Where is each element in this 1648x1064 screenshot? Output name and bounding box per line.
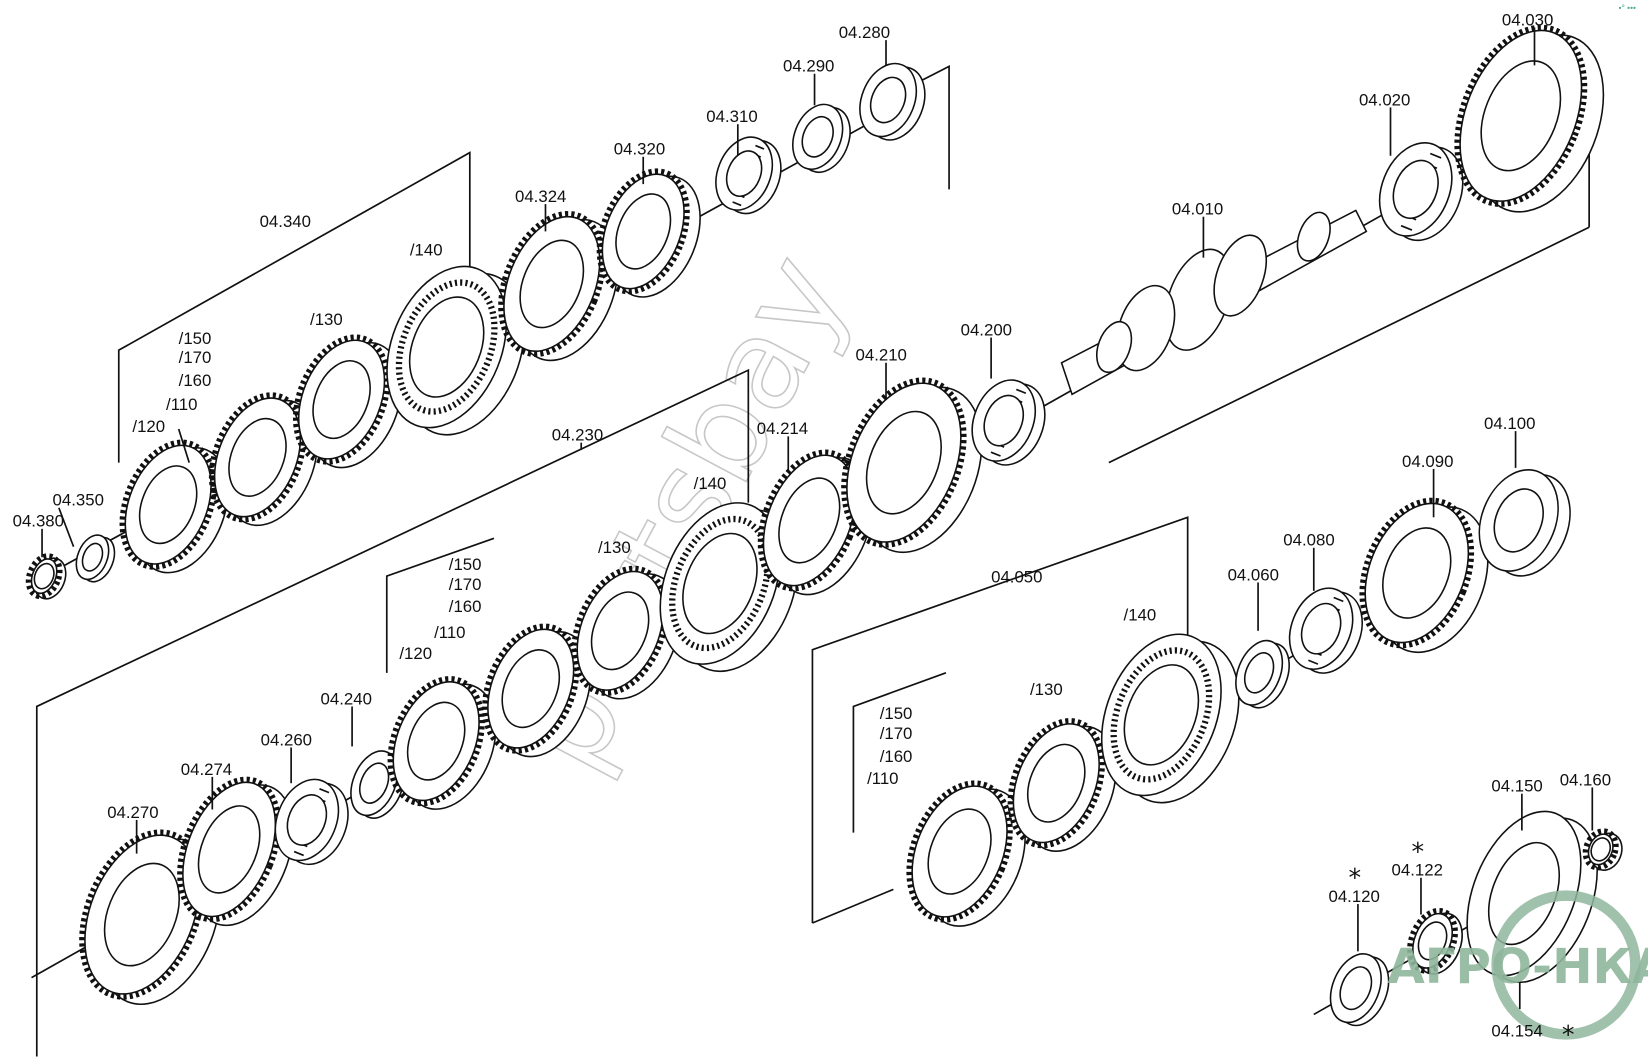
ring-g1-120 (119, 439, 229, 574)
label-g2-130: /130 (598, 538, 631, 557)
label-04-100: 04.100 (1484, 414, 1535, 433)
circlip-04-060 (1235, 639, 1290, 709)
label-04-214: 04.214 (757, 419, 808, 438)
label-04-260: 04.260 (261, 730, 312, 749)
gear-04-270 (79, 829, 221, 1006)
label-g1-170: /170 (179, 348, 212, 367)
label-04-200: 04.200 (961, 320, 1012, 339)
label-04-090: 04.090 (1402, 452, 1453, 471)
ring-g2-120 (387, 676, 497, 810)
group-brackets (35, 65, 1590, 1057)
label-04-150: 04.150 (1491, 777, 1542, 796)
gear-04-320 (596, 168, 701, 298)
label-g2-140: /140 (694, 474, 727, 493)
bearing-04-260 (274, 778, 349, 866)
nut-04-380 (25, 553, 67, 600)
asterisk-04-122: * (1412, 837, 1425, 866)
gear-04-274 (177, 776, 294, 927)
label-04-122: 04.122 (1392, 861, 1443, 880)
label-04-240: 04.240 (321, 689, 372, 708)
label-g3-140: /140 (1124, 605, 1157, 624)
label-04-020: 04.020 (1359, 90, 1410, 109)
asterisk-04-154: * (1562, 1020, 1575, 1049)
label-g3-170: /170 (880, 724, 913, 743)
label-g1-150: /150 (179, 329, 212, 348)
gear-04-090 (1359, 497, 1489, 654)
label-04-060: 04.060 (1228, 565, 1279, 584)
circlip-04-350 (75, 534, 116, 583)
label-04-050: 04.050 (991, 567, 1042, 586)
part-labels: 04.280 04.290 04.310 04.320 04.324 04.34… (13, 10, 1611, 1048)
label-04-160: 04.160 (1560, 770, 1611, 789)
label-04-210: 04.210 (856, 346, 907, 365)
label-04-154: 04.154 (1491, 1021, 1542, 1040)
nut-04-122 (1407, 907, 1463, 975)
label-04-290: 04.290 (783, 57, 834, 76)
gear-04-324 (498, 210, 619, 362)
label-g1-110: /110 (166, 395, 197, 414)
hub-g3-110 (906, 780, 1026, 927)
circlip-04-240 (350, 750, 405, 819)
bearing-04-100 (1478, 469, 1571, 577)
seal-04-120 (1329, 953, 1390, 1027)
label-04-230: 04.230 (552, 426, 603, 445)
label-04-080: 04.080 (1283, 531, 1334, 550)
nut-04-160 (1582, 828, 1623, 871)
label-04-320: 04.320 (614, 140, 665, 159)
hub-g2-110 (482, 623, 592, 758)
asterisk-04-120: * (1348, 863, 1361, 892)
label-04-010: 04.010 (1172, 200, 1223, 219)
label-g1-160: /160 (179, 371, 212, 390)
corner-mark: •° ••• (1619, 3, 1636, 13)
label-g1-130: /130 (310, 310, 343, 329)
label-g2-150: /150 (449, 555, 482, 574)
label-04-280: 04.280 (839, 23, 890, 42)
bearing-04-310 (715, 136, 782, 215)
washer-04-280 (859, 62, 926, 141)
bearing-04-200 (971, 379, 1046, 466)
label-04-310: 04.310 (706, 107, 757, 126)
label-g2-110: /110 (434, 623, 465, 642)
parts (25, 24, 1623, 1027)
label-g2-160: /160 (449, 597, 482, 616)
ring-g3-130 (1007, 718, 1117, 852)
label-04-030: 04.030 (1502, 10, 1553, 29)
label-g1-120: /120 (132, 417, 165, 436)
label-g1-140: /140 (410, 241, 443, 260)
svg-text:АГРО-НКА: АГРО-НКА (1387, 939, 1648, 995)
sleeve-g3-140 (1100, 633, 1240, 804)
label-g2-120: /120 (399, 644, 432, 663)
main-shaft (1060, 209, 1368, 396)
label-04-120: 04.120 (1328, 887, 1379, 906)
label-04-340: 04.340 (260, 212, 311, 231)
ring-g1-130 (292, 334, 403, 469)
ring-g2-130 (571, 565, 681, 700)
leader-lines (41, 27, 1594, 1010)
label-04-324: 04.324 (515, 187, 566, 206)
label-04-350: 04.350 (53, 491, 104, 510)
bushing-04-290 (792, 103, 851, 174)
label-g3-130: /130 (1030, 680, 1063, 699)
bearing-04-080 (1288, 587, 1363, 674)
label-g3-110: /110 (867, 769, 898, 788)
gear-04-030 (1454, 24, 1605, 213)
label-04-274: 04.274 (181, 760, 232, 779)
gear-04-210 (841, 377, 983, 554)
label-g3-150: /150 (880, 704, 913, 723)
bearing-04-020 (1378, 142, 1464, 242)
label-g3-160: /160 (880, 747, 913, 766)
label-04-270: 04.270 (107, 803, 158, 822)
agronka-logo: АГРО-НКА (1387, 890, 1648, 1040)
hub-g1-110 (208, 392, 318, 527)
label-04-380: 04.380 (13, 512, 64, 531)
sleeve-g1-140 (386, 265, 525, 436)
label-g2-170: /170 (449, 575, 482, 594)
